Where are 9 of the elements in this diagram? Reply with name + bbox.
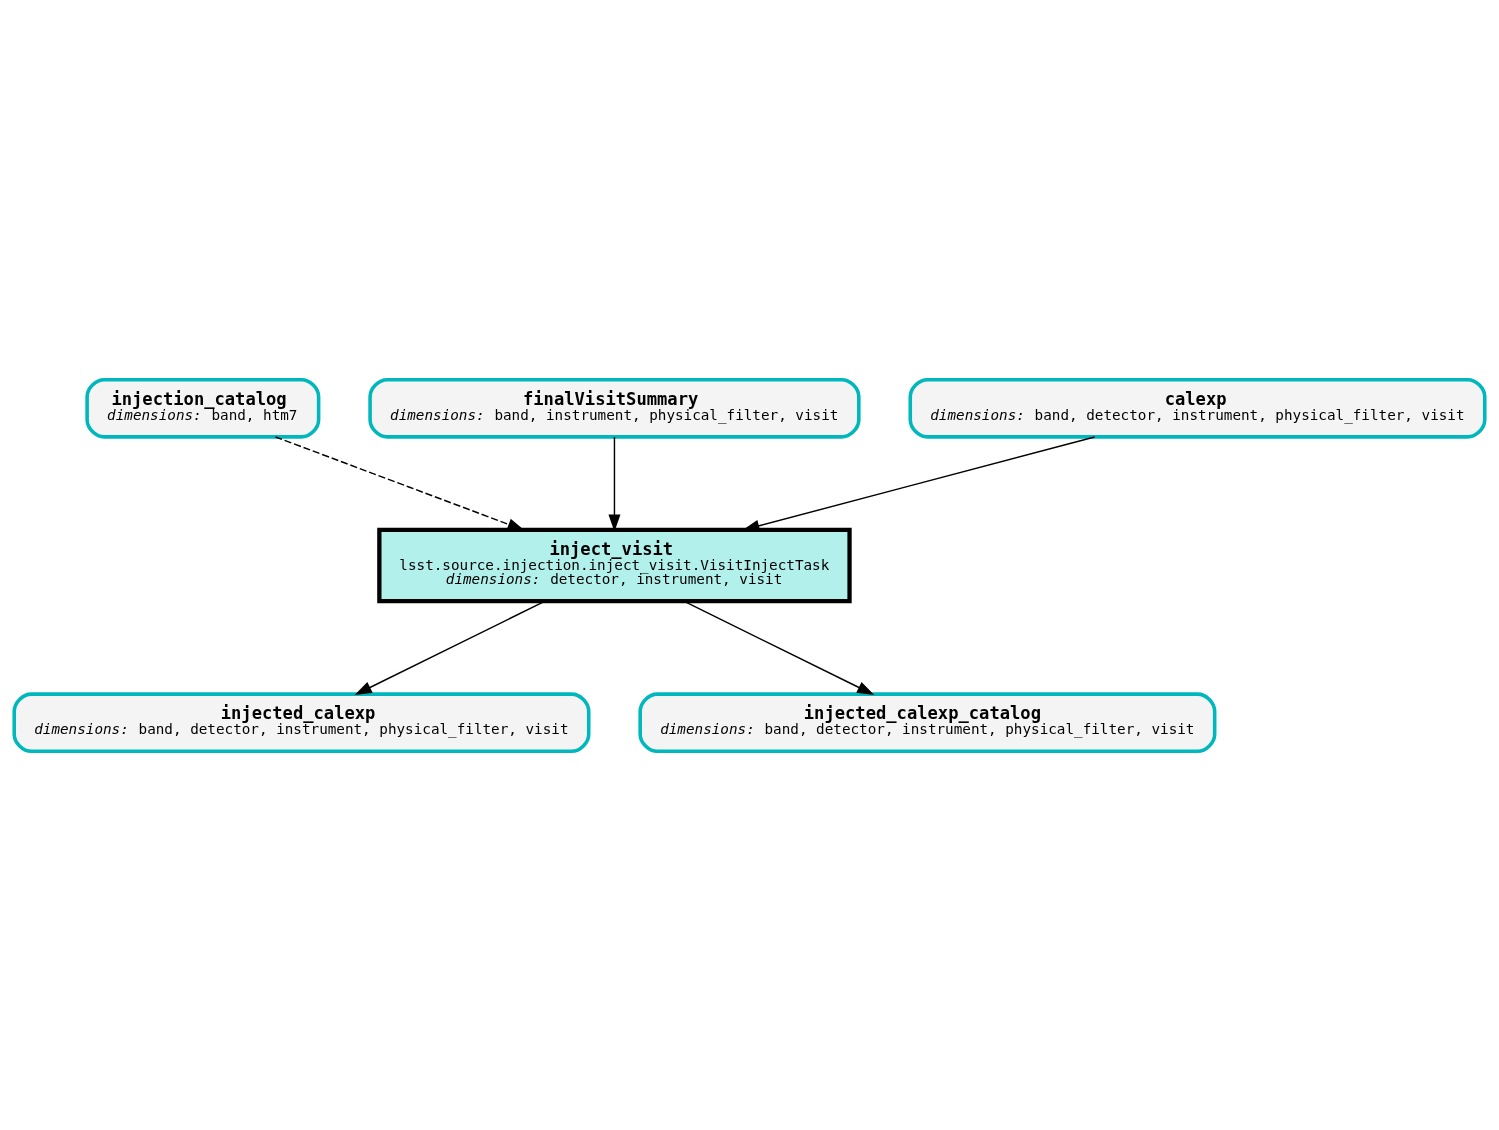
arrow [354,600,546,695]
node-box: injection_catalog dimensions: band, htm7 [85,377,321,439]
node-box: inject_visit lsst.source.injection.inject_visit.VisitInjectTask dimensions: detector, instrument, visit [377,527,852,603]
arrow [683,600,875,695]
node-box: injected_calexp_catalog dimensions: band, detector, instrument, physical_filter, visit [638,691,1217,753]
node-box: finalVisitSummary dimensions: band, instrument, physical_filter, visit [368,377,861,439]
arrow [274,435,525,530]
node-box: injected_calexp dimensions: band, detector, instrument, physical_filter, visit [12,691,591,753]
node-box: calexp dimensions: band, detector, instrument, physical_filter, visit [908,377,1487,439]
